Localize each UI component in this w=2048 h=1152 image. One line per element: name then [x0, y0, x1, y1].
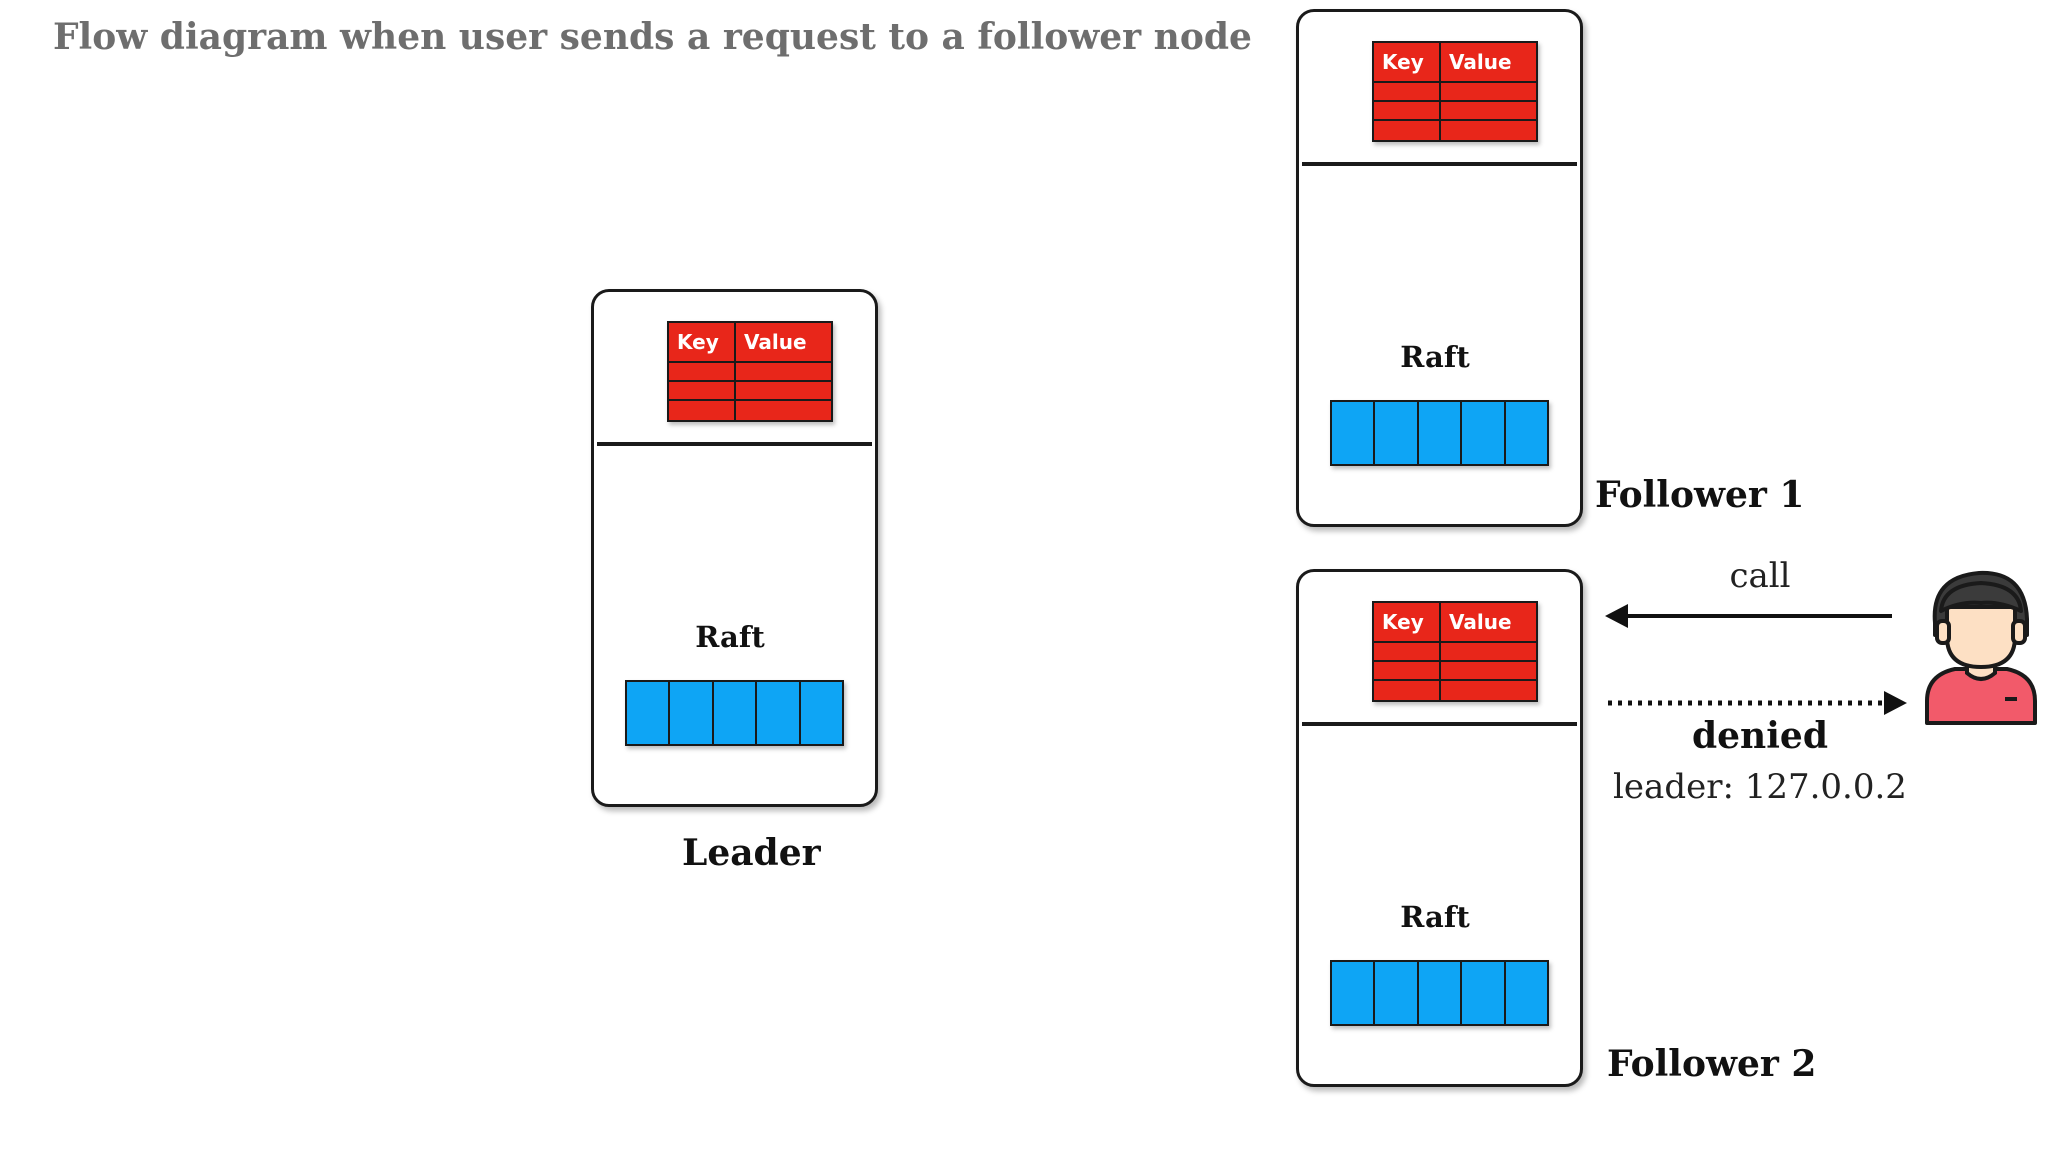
log-entry — [1332, 962, 1376, 1024]
raft-log — [625, 680, 844, 746]
log-entry — [1462, 402, 1506, 464]
node-divider — [1302, 722, 1577, 726]
kv-key-header: Key — [1374, 603, 1441, 643]
raft-log — [1330, 960, 1549, 1026]
leader-node: Key Value Raft — [591, 289, 878, 807]
log-entry — [1505, 402, 1548, 464]
log-entry — [1505, 962, 1548, 1024]
node-divider — [1302, 162, 1577, 166]
leader-label: Leader — [682, 832, 821, 874]
kv-key-header: Key — [669, 323, 736, 363]
raft-label: Raft — [1400, 900, 1470, 934]
follower2-node: Key Value Raft — [1296, 569, 1583, 1087]
kv-store-table: Key Value — [667, 321, 833, 422]
kv-store-table: Key Value — [1372, 41, 1538, 142]
call-label: call — [1729, 556, 1791, 596]
denied-label: denied — [1691, 715, 1828, 757]
kv-key-header: Key — [1374, 43, 1441, 83]
node-divider — [597, 442, 872, 446]
log-entry — [1418, 402, 1463, 464]
follower1-node: Key Value Raft — [1296, 9, 1583, 527]
kv-value-header: Value — [1441, 43, 1536, 83]
log-entry — [1375, 402, 1419, 464]
raft-label: Raft — [1400, 340, 1470, 374]
log-entry — [627, 682, 671, 744]
log-entry — [713, 682, 758, 744]
follower1-label: Follower 1 — [1595, 474, 1805, 516]
raft-log — [1330, 400, 1549, 466]
user-avatar-icon — [1925, 570, 2037, 725]
log-entry — [757, 682, 801, 744]
diagram-title: Flow diagram when user sends a request t… — [53, 16, 1252, 58]
leader-address-label: leader: 127.0.0.2 — [1613, 767, 1907, 807]
kv-store-table: Key Value — [1372, 601, 1538, 702]
log-entry — [1375, 962, 1419, 1024]
log-entry — [1332, 402, 1376, 464]
log-entry — [1462, 962, 1506, 1024]
log-entry — [670, 682, 714, 744]
kv-value-header: Value — [736, 323, 831, 363]
kv-value-header: Value — [1441, 603, 1536, 643]
raft-label: Raft — [695, 620, 765, 654]
log-entry — [800, 682, 843, 744]
log-entry — [1418, 962, 1463, 1024]
follower2-label: Follower 2 — [1607, 1043, 1817, 1085]
